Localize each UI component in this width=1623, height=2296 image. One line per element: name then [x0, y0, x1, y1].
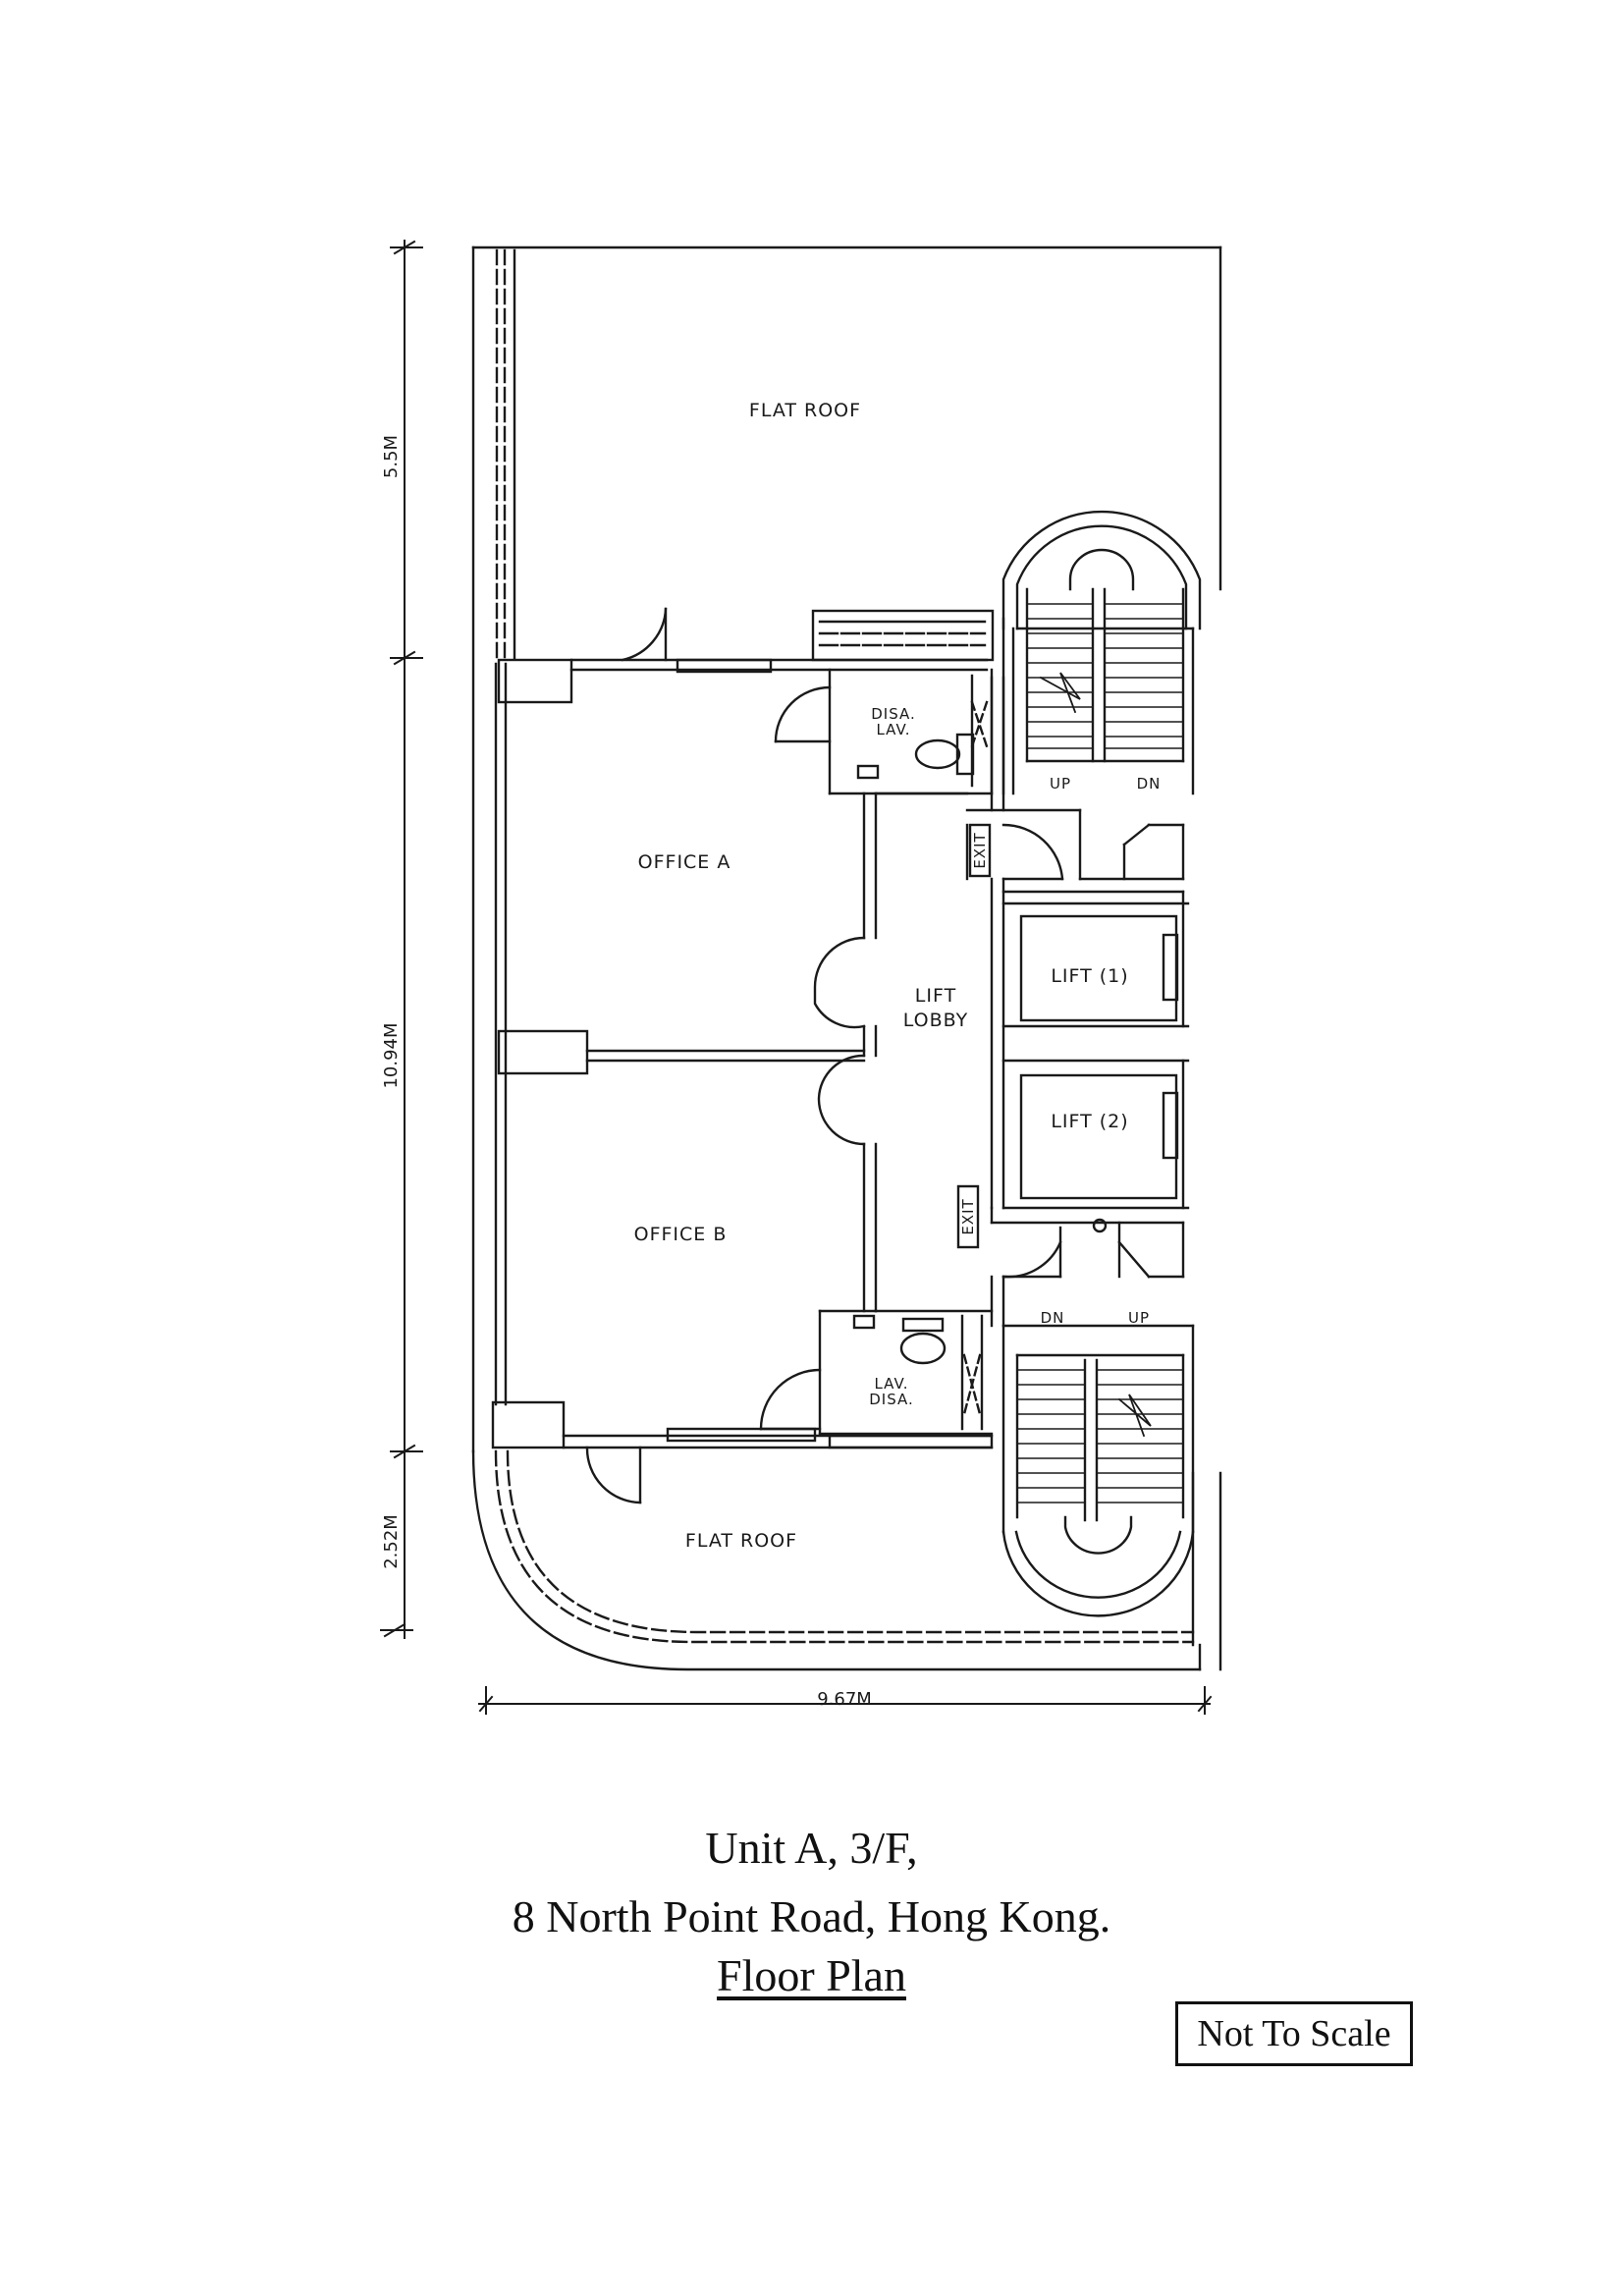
stair-bottom-up-label: UP	[1128, 1309, 1150, 1327]
office-a-label: OFFICE A	[638, 851, 731, 873]
office-b-label: OFFICE B	[634, 1224, 728, 1245]
stair-vestibule-bottom	[956, 1184, 1185, 1328]
disa-lav-top-label: DISA.	[871, 705, 916, 723]
staircase-top	[1001, 510, 1202, 795]
dimension-lines	[380, 240, 1213, 1715]
flat-roof-top-label: FLAT ROOF	[749, 400, 861, 421]
caption-title: Floor Plan	[0, 1949, 1623, 2001]
lift-lobby-label: LOBBY	[903, 1010, 969, 1031]
exit-sign-bottom: EXIT	[959, 1198, 977, 1234]
lift-lobby-label: LIFT	[915, 985, 956, 1007]
dimension-middle-label: 10.94M	[381, 1022, 402, 1088]
caption-address: 8 North Point Road, Hong Kong.	[512, 1891, 1111, 1941]
stair-top-dn-label: DN	[1137, 775, 1162, 793]
office-walls	[585, 792, 878, 1313]
lift-1-label: LIFT (1)	[1051, 965, 1128, 987]
office-external-wall	[491, 658, 589, 1449]
outer-wall	[471, 246, 1222, 1671]
dimension-width-label: 9.67M	[817, 1689, 872, 1710]
flat-roof-bottom-label: FLAT ROOF	[685, 1530, 797, 1552]
caption-unit: Unit A, 3/F,	[705, 1823, 918, 1873]
lav-disa-bottom-label: LAV.	[874, 1375, 908, 1393]
lav-disa-bottom-label: DISA.	[869, 1391, 914, 1408]
office-a-top-wall	[569, 607, 989, 674]
floor-plan-title: Floor Plan	[717, 1950, 906, 2000]
lift-shafts	[990, 877, 1190, 1210]
not-to-scale-box: Not To Scale	[1175, 2001, 1413, 2066]
window-unit-top	[811, 609, 995, 662]
stair-top-up-label: UP	[1050, 775, 1071, 793]
dimension-bottom-label: 2.52M	[381, 1514, 402, 1569]
exit-sign-top: EXIT	[971, 832, 989, 868]
lift-2-car	[1019, 1073, 1178, 1200]
dimension-top-label: 5.5M	[381, 435, 402, 478]
disa-lav-top-label: LAV.	[876, 721, 910, 738]
disabled-lavatory-bottom	[759, 1309, 994, 1436]
staircase-bottom	[1001, 1324, 1195, 1617]
office-b-bottom-wall	[562, 1427, 994, 1504]
stair-bottom-dn-label: DN	[1041, 1309, 1065, 1327]
lift-2-label: LIFT (2)	[1051, 1111, 1128, 1132]
